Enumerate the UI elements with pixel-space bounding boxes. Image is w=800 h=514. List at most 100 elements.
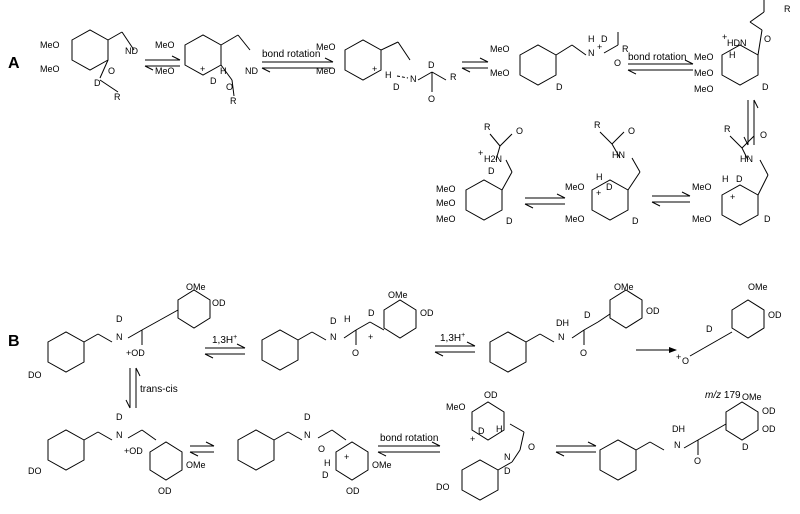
svg-text:MeO: MeO [694,52,714,62]
equilibrium-arrow [377,441,441,457]
structure-a1 [71,29,135,93]
svg-text:O: O [760,130,767,140]
bond-rotation-label: bond rotation [380,433,438,444]
svg-text:R: R [114,92,121,102]
atom-labels-a: MeO MeO ND O D R MeO MeO ND H O D R + Me… [40,4,791,226]
svg-text:O: O [226,82,233,92]
svg-text:D: D [762,82,769,92]
svg-text:D: D [764,214,771,224]
svg-text:R: R [622,44,629,54]
svg-text:D: D [393,82,400,92]
svg-text:MeO: MeO [155,66,175,76]
svg-text:OMe: OMe [186,460,206,470]
structure-a4 [519,32,619,86]
svg-text:MeO: MeO [40,40,60,50]
svg-text:MeO: MeO [436,214,456,224]
svg-text:H: H [385,70,392,80]
svg-text:DO: DO [436,482,450,492]
equilibrium-arrow [555,441,597,457]
svg-text:OD: OD [762,424,776,434]
svg-text:O: O [528,442,535,452]
svg-text:+: + [344,452,349,462]
svg-text:OD: OD [762,406,776,416]
svg-text:MeO: MeO [155,40,175,50]
svg-text:+OD: +OD [124,446,143,456]
structure-a5 [721,0,765,86]
svg-text:H: H [324,458,331,468]
svg-text:+: + [597,42,602,52]
svg-text:D: D [322,470,329,480]
atom-labels-b: DO D N +OD OMe OD D N H D + O OMe OD DH … [28,282,782,496]
svg-text:D: D [506,216,513,226]
svg-text:N: N [116,332,123,342]
svg-text:+: + [200,64,205,74]
svg-text:O: O [318,444,325,454]
svg-text:OMe: OMe [372,460,392,470]
structure-b7 [599,401,759,481]
svg-text:MeO: MeO [446,402,466,412]
svg-text:O: O [352,348,359,358]
bond-rotation-label: bond rotation [628,52,686,63]
svg-text:MeO: MeO [436,184,456,194]
svg-text:OD: OD [212,298,226,308]
svg-text:+: + [368,332,373,342]
svg-text:HDN: HDN [727,38,747,48]
structure-a7 [591,131,641,221]
svg-text:OD: OD [420,308,434,318]
svg-text:D: D [736,174,743,184]
equilibrium-arrow [627,59,694,75]
svg-text:+: + [372,64,377,74]
svg-text:O: O [428,94,435,104]
structure-b5 [237,429,369,481]
svg-text:MeO: MeO [694,68,714,78]
equilibrium-arrow [651,191,691,207]
svg-text:DO: DO [28,466,42,476]
svg-text:OD: OD [158,486,172,496]
svg-text:N: N [504,452,511,462]
svg-text:D: D [368,308,375,318]
svg-text:+: + [470,434,475,444]
svg-text:MeO: MeO [40,64,60,74]
structure-a3 [344,39,447,92]
svg-text:R: R [724,124,731,134]
svg-text:H: H [496,424,503,434]
svg-text:D: D [706,324,713,334]
svg-text:D: D [210,76,217,86]
bond-rotation-label: bond rotation [262,49,320,60]
equilibrium-arrow-vertical [743,99,759,146]
svg-text:D: D [428,60,435,70]
svg-text:DH: DH [556,318,569,328]
svg-text:D: D [488,166,495,176]
svg-text:H2N: H2N [484,154,502,164]
svg-text:H: H [596,172,603,182]
svg-text:OD: OD [646,306,660,316]
structure-b6 [461,401,525,501]
svg-text:+: + [730,192,735,202]
svg-text:N: N [116,430,123,440]
svg-text:OD: OD [346,486,360,496]
svg-text:D: D [304,412,311,422]
svg-text:MeO: MeO [316,66,336,76]
svg-text:OD: OD [768,310,782,320]
svg-text:H: H [588,34,595,44]
svg-text:MeO: MeO [490,68,510,78]
svg-text:O: O [682,356,689,366]
structure-b1 [47,289,211,373]
panel-label-a: A [8,55,20,72]
structure-a6 [721,135,769,226]
equilibrium-arrow [189,441,215,457]
svg-text:O: O [764,34,771,44]
svg-text:D: D [556,82,563,92]
svg-text:N: N [330,332,337,342]
svg-text:+: + [722,32,727,42]
svg-text:D: D [742,442,749,452]
svg-text:ND: ND [125,46,138,56]
structure-b3 [489,289,643,373]
structure-a8 [465,133,513,221]
svg-text:H: H [729,50,736,60]
svg-text:N: N [588,48,595,58]
svg-text:O: O [516,126,523,136]
fragment-mass-label: m/z 179 [705,390,741,401]
svg-text:H: H [344,314,351,324]
svg-text:MeO: MeO [316,42,336,52]
